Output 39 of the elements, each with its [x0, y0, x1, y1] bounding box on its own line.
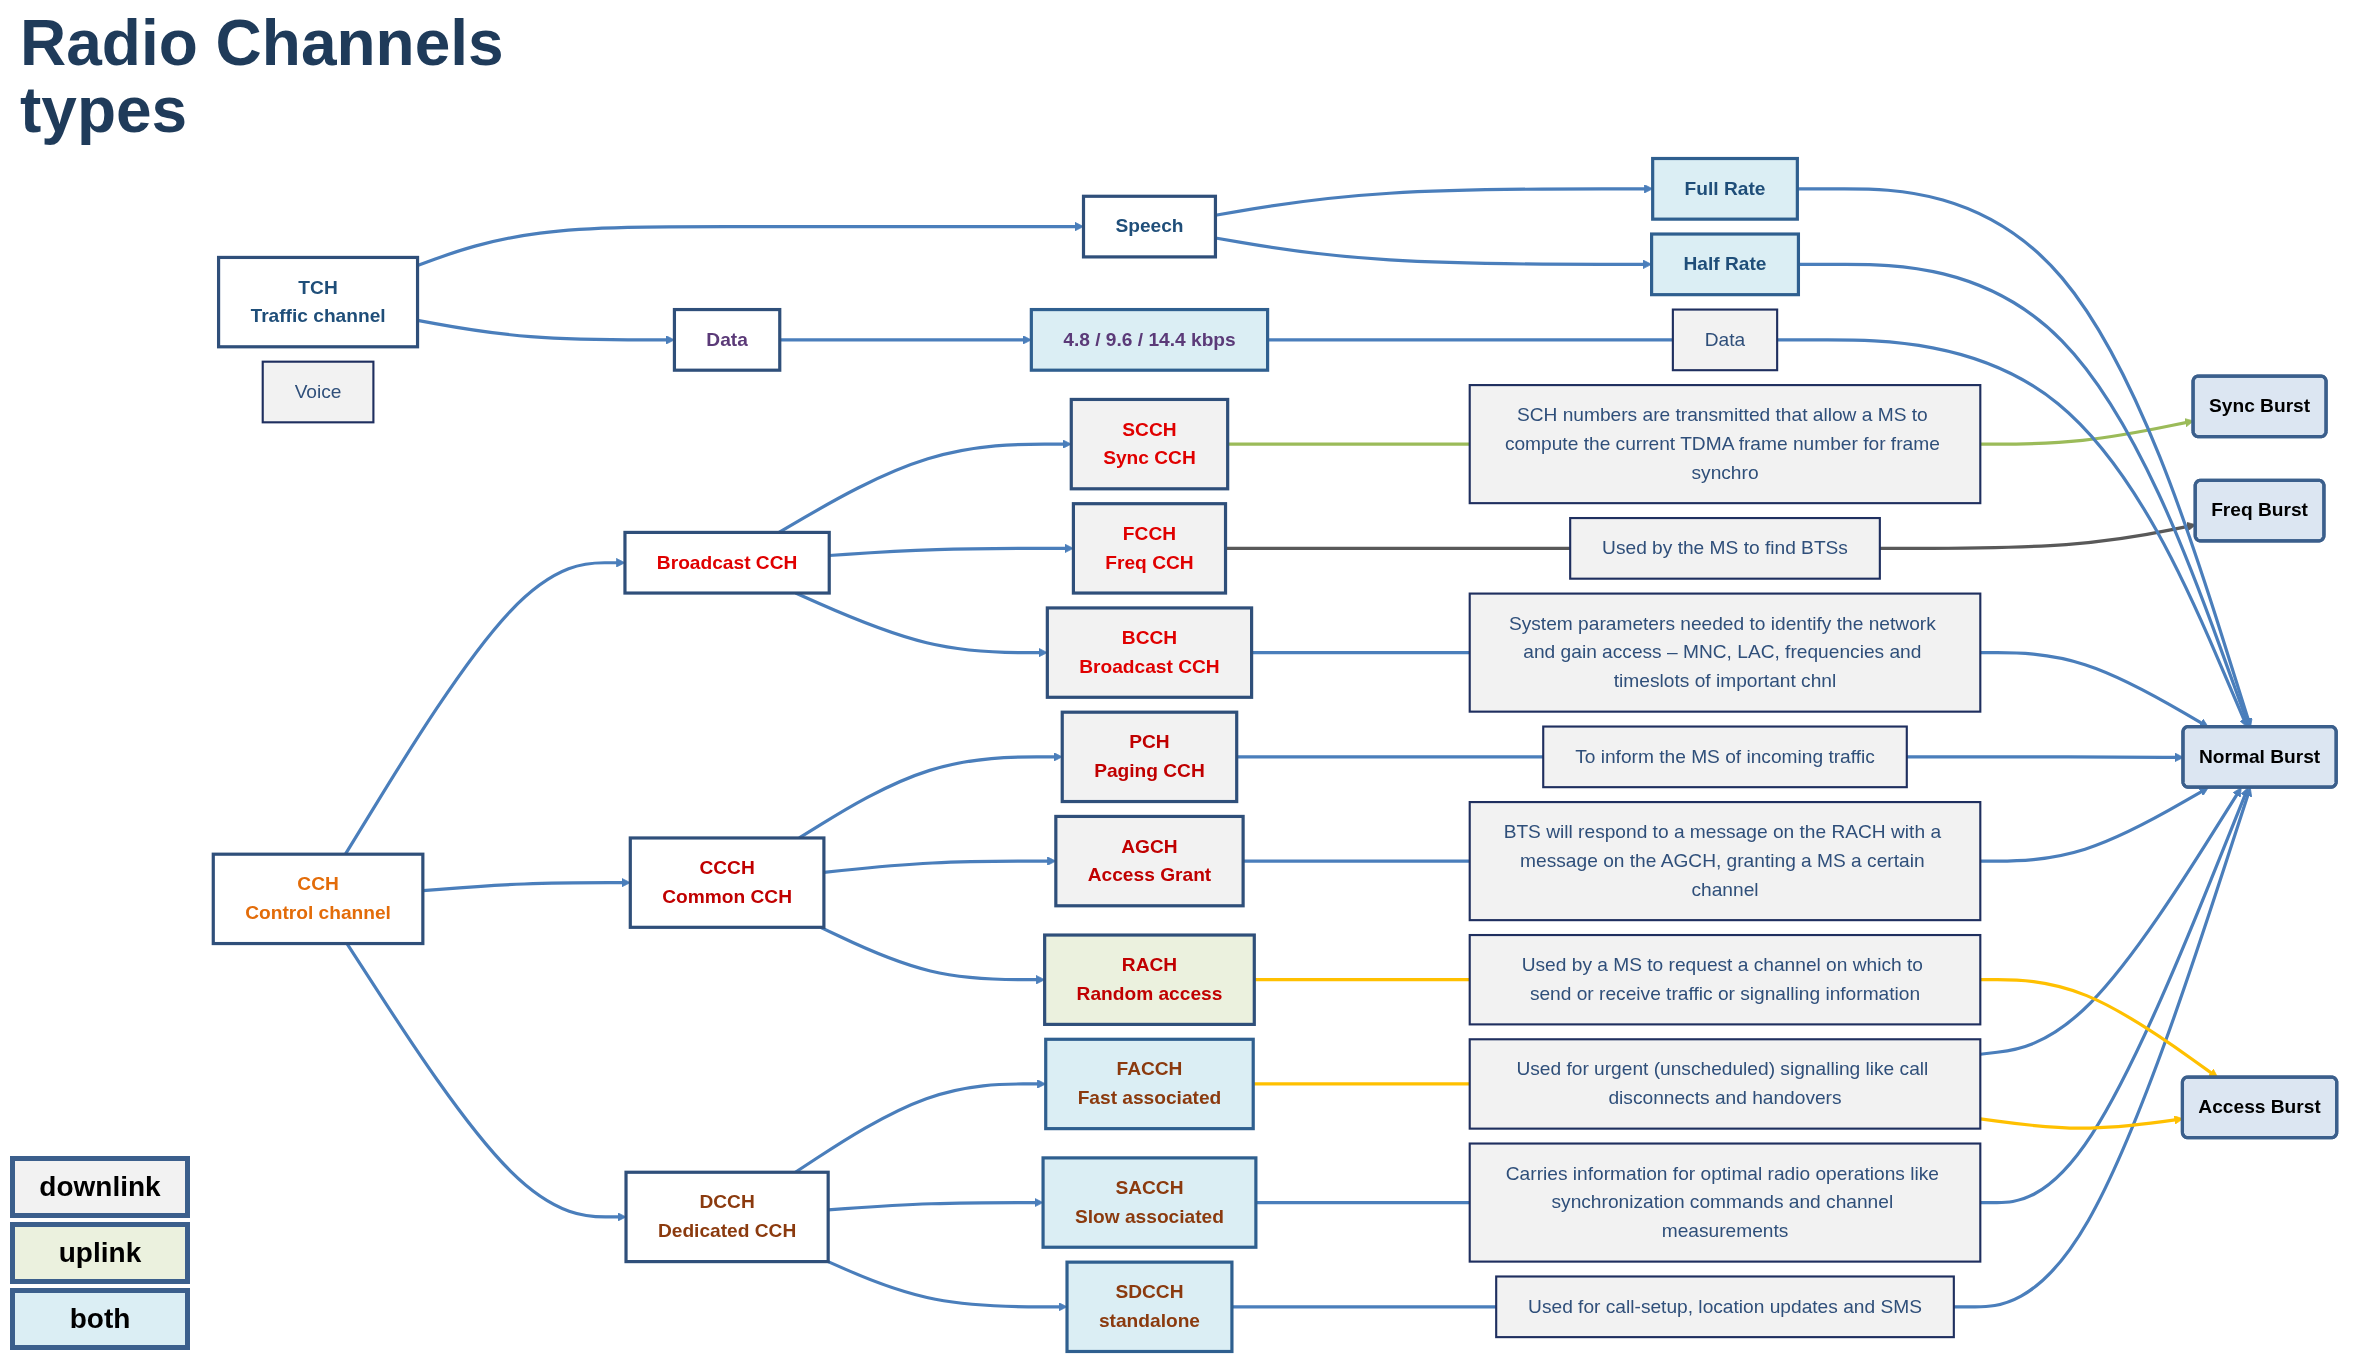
- legend-swatch: both: [10, 1288, 190, 1350]
- node-box: 4.8 / 9.6 / 14.4 kbps: [1029, 307, 1270, 372]
- arrow: [1980, 787, 2209, 863]
- node-box: Half Rate: [1650, 232, 1800, 297]
- node-box: Speech: [1081, 194, 1218, 259]
- arrow: [1980, 787, 2250, 1205]
- legend-swatch: uplink: [10, 1222, 190, 1284]
- node-box: FCCH Freq CCH: [1071, 502, 1228, 595]
- node-box: Used for urgent (unscheduled) signalling like call disconnects and handovers: [1468, 1038, 1982, 1130]
- node-box: SACCH Slow associated: [1041, 1156, 1258, 1249]
- node-box: DCCH Dedicated CCH: [624, 1170, 830, 1264]
- node-box: BCCH Broadcast CCH: [1045, 606, 1254, 699]
- node-box: Used by the MS to find BTSs: [1569, 517, 1881, 580]
- node-box: SCCH Sync CCH: [1069, 397, 1230, 491]
- node-box: CCCH Common CCH: [628, 836, 826, 929]
- node-box: Used by a MS to request a channel on which to send or receive traffic or signalling information: [1468, 933, 1982, 1026]
- node-box: CCH Control channel: [211, 852, 425, 946]
- arrow: [1980, 787, 2242, 1056]
- node-box: Carries information for optimal radio operations like synchronization commands and channel measurements: [1468, 1142, 1982, 1263]
- node-box: RACH Random access: [1043, 933, 1256, 1026]
- node-box: FACCH Fast associated: [1044, 1037, 1255, 1131]
- title: Radio Channels types: [20, 10, 505, 145]
- node-box: Broadcast CCH: [623, 530, 831, 595]
- arrow: [1980, 978, 2219, 1078]
- node-box: SDCCH standalone: [1065, 1260, 1234, 1354]
- node-box: AGCH Access Grant: [1054, 814, 1245, 908]
- node-box: Data: [1671, 308, 1779, 372]
- node-box: System parameters needed to identify the network and gain access – MNC, LAC, frequencies and timeslots of important chnl: [1468, 592, 1982, 713]
- arrow: [1953, 787, 2253, 1309]
- node-box: PCH Paging CCH: [1060, 710, 1239, 804]
- node-box: To inform the MS of incoming traffic: [1542, 725, 1908, 789]
- node-box: Used for call-setup, location updates and SMS: [1495, 1275, 1955, 1339]
- node-box: Full Rate: [1651, 156, 1799, 221]
- node-box: Voice: [261, 360, 375, 424]
- node-box: TCH Traffic channel: [217, 255, 420, 349]
- node-box: SCH numbers are transmitted that allow a MS to compute the current TDMA frame number for frame synchro: [1468, 384, 1982, 505]
- node-box: BTS will respond to a message on the RACH with a message on the AGCH, granting a MS a certain channel: [1468, 801, 1982, 922]
- legend-swatch: downlink: [10, 1156, 190, 1218]
- node-box: Data: [672, 307, 782, 372]
